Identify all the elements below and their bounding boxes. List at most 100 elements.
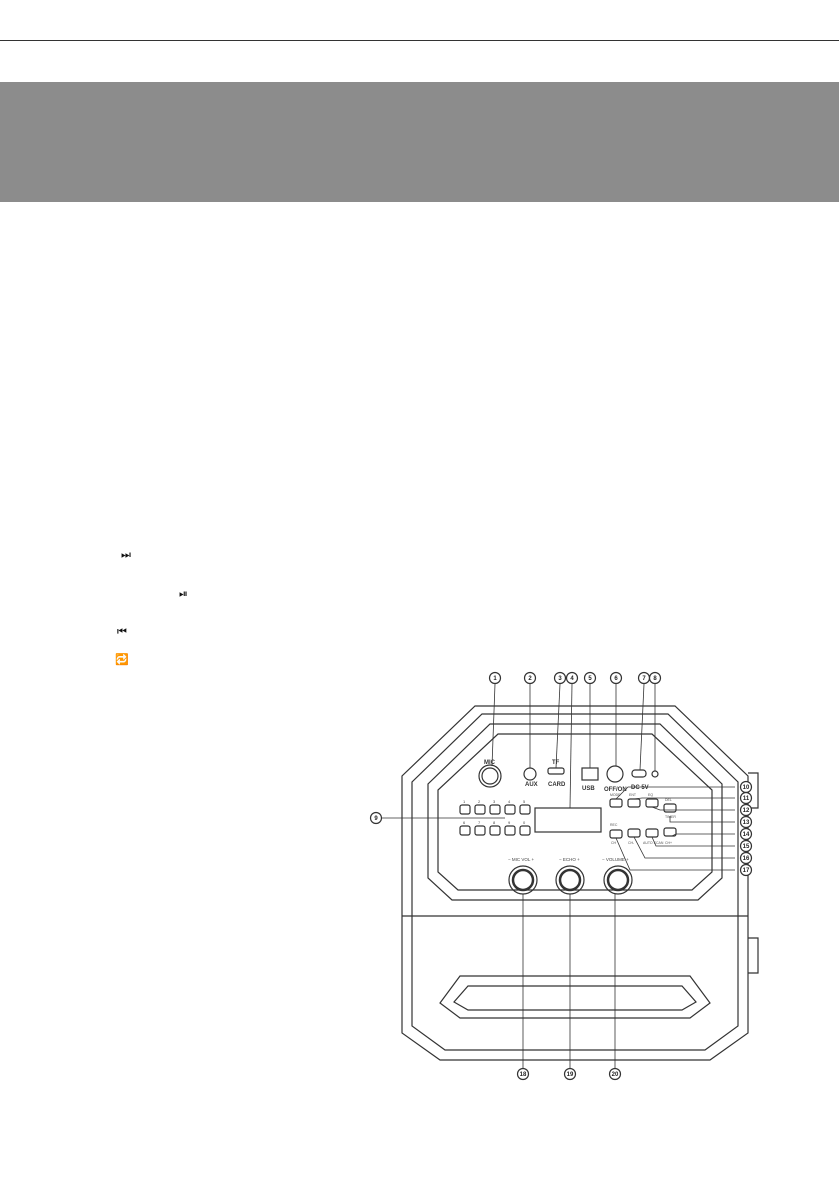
prev-button (627, 828, 641, 838)
dc-5v-port (631, 769, 647, 778)
callout-number: 11 (743, 796, 750, 802)
callout-number: 20 (612, 1072, 619, 1078)
callout-number: 18 (520, 1072, 527, 1078)
previous-track-icon: ⏮ (117, 625, 127, 638)
callout-number: 8 (653, 676, 657, 682)
mode-button (609, 798, 623, 808)
keypad-key-label: 8 (493, 820, 496, 825)
right-handle-top (748, 772, 759, 809)
mic-jack (478, 764, 502, 788)
number-keypad: 1 2 3 4 5 6 7 8 9 0 (459, 799, 531, 836)
keypad-key-label: 3 (493, 799, 496, 804)
speaker-body-outline (401, 705, 749, 1061)
ent-button (627, 798, 641, 808)
callout-number: 14 (743, 832, 750, 838)
header-banner (0, 82, 839, 202)
callout-circle (608, 1067, 622, 1081)
callout-number: 4 (570, 676, 574, 682)
keypad-key-label: 1 (463, 799, 466, 804)
keypad-key-label: 2 (478, 799, 481, 804)
keypad-key (519, 825, 531, 836)
callout-circle (488, 671, 502, 685)
power-switch (606, 765, 624, 783)
eq-button (645, 798, 659, 808)
speaker-body-inner-outline (411, 713, 739, 1051)
callout-number: 19 (567, 1072, 574, 1078)
usb-port (581, 767, 599, 781)
callout-circle (609, 671, 623, 685)
mic-vol-label: − MIC VOL + (508, 857, 534, 862)
knobs (508, 865, 633, 895)
rec-button (609, 829, 623, 839)
usb-label: USB (582, 786, 595, 792)
callout-circle (523, 671, 537, 685)
power-label: OFF/ON (604, 787, 627, 793)
callout-number: 7 (642, 676, 646, 682)
callout-number: 12 (743, 808, 750, 814)
callout-circle (563, 1067, 577, 1081)
callout-number: 2 (528, 676, 532, 682)
del-button (663, 803, 677, 813)
callout-circle (739, 803, 753, 817)
repeat-icon: 🔁 (115, 653, 129, 666)
carry-handle-inner (453, 985, 697, 1011)
callout-number: 16 (743, 856, 750, 862)
keypad-key (504, 804, 516, 815)
ch-label: CH (611, 841, 617, 845)
callout-circle (739, 791, 753, 805)
callout-number: 9 (374, 816, 378, 822)
right-handle-bottom (748, 937, 759, 974)
callout-circle (583, 671, 597, 685)
keypad-key-label: 0 (523, 820, 526, 825)
aux-label: AUX (525, 782, 538, 788)
keypad-key-label: 9 (508, 820, 511, 825)
mic-jack-inner (481, 767, 499, 785)
keypad-key (459, 825, 471, 836)
volume-knob (603, 865, 633, 895)
top-rule (0, 40, 839, 41)
rec-label: REC (610, 823, 618, 827)
del-label: DEL (665, 798, 672, 802)
keypad-key-label: 7 (478, 820, 481, 825)
card-label: CARD (548, 782, 566, 788)
keypad-key (474, 825, 486, 836)
keypad-key (519, 804, 531, 815)
mic-vol-knob-inner (511, 868, 535, 892)
tf-card-slot (547, 767, 565, 775)
callout-circle (369, 811, 383, 825)
keypad-key-label: 4 (508, 799, 511, 804)
timer-label: TIMER (665, 815, 676, 819)
callout-number: 13 (743, 820, 750, 826)
control-panel-inner-frame (437, 733, 713, 891)
keypad-key-label: 5 (523, 799, 526, 804)
next-button (663, 827, 677, 837)
callout-circle (516, 1067, 530, 1081)
ch-minus-label: CH- (628, 841, 635, 845)
keypad-key (474, 804, 486, 815)
callout-circle (739, 839, 753, 853)
next-track-icon: ⏭ (121, 548, 131, 561)
callout-circle (739, 851, 753, 865)
callout-circle (739, 827, 753, 841)
keypad-key (459, 804, 471, 815)
callout-circle (565, 671, 579, 685)
power-led (651, 770, 659, 778)
callout-number: 17 (743, 868, 750, 874)
callout-number: 1 (493, 676, 497, 682)
echo-knob-inner (558, 868, 582, 892)
mode-label: MODE (610, 793, 621, 797)
play-pause-icon: ⏯ (179, 587, 188, 600)
ch-plus-label: CH+ (665, 841, 672, 845)
callout-number: 3 (558, 676, 562, 682)
callout-number: 15 (743, 844, 750, 850)
callout-number: 5 (588, 676, 592, 682)
keypad-key (489, 804, 501, 815)
volume-label: − VOLUME + (602, 857, 629, 862)
callout-number: 10 (743, 785, 750, 791)
ent-label: ENT (629, 793, 637, 797)
echo-label: − ECHO + (559, 857, 580, 862)
eq-label: EQ (648, 793, 653, 797)
keypad-key-label: 6 (463, 820, 466, 825)
